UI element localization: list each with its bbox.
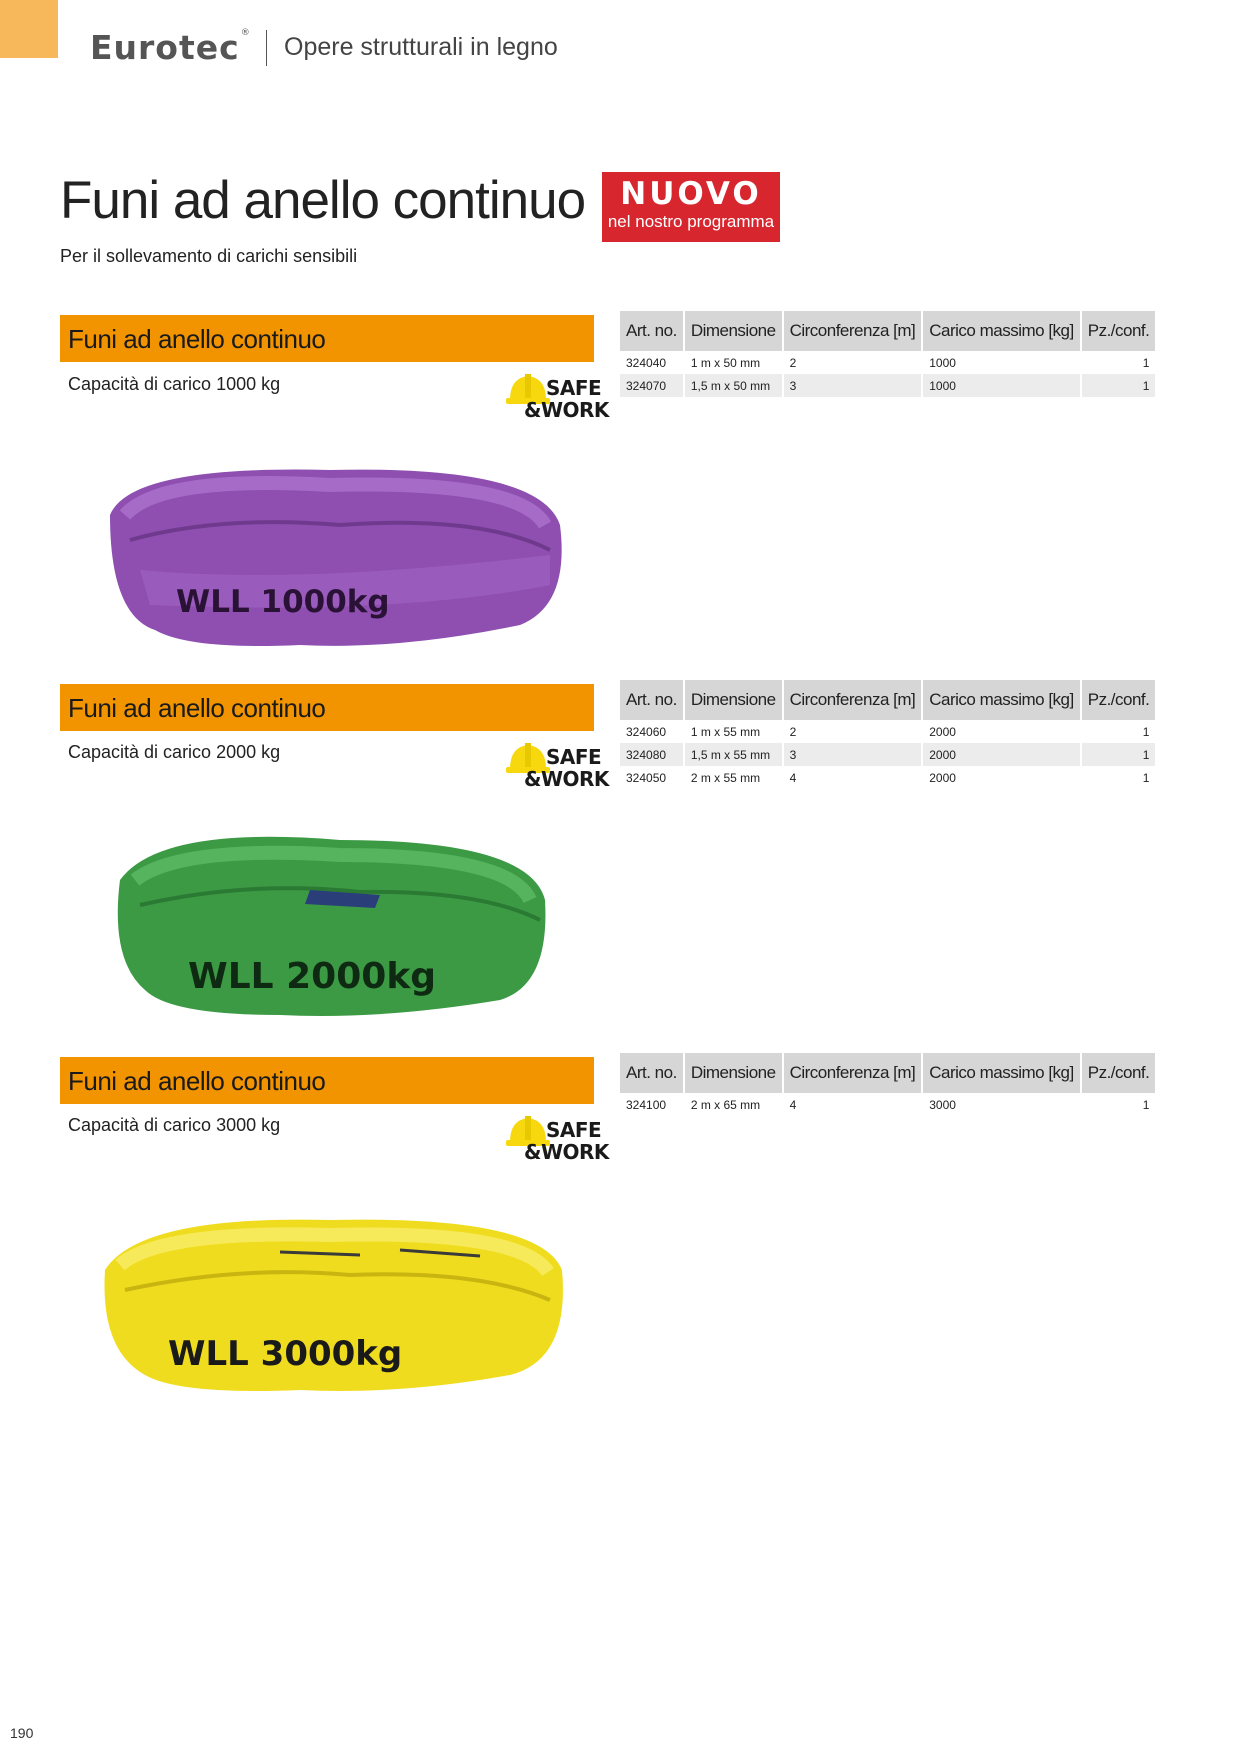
section-2-title: Funi ad anello continuo: [68, 693, 326, 723]
new-badge-subtitle: nel nostro programma: [607, 212, 775, 231]
product-image-green-sling: WLL 2000kg: [117, 836, 546, 1016]
new-badge: NUOVO nel nostro programma: [602, 172, 780, 242]
section-3-title: Funi ad anello continuo: [68, 1066, 326, 1096]
section-1-capacity: Capacità di carico 1000 kg: [68, 374, 281, 394]
section-2-header: Funi ad anello continuo: [60, 684, 594, 731]
safe-work-logo: SAFE &WORK: [506, 1108, 609, 1170]
brand-logo: Eurotec®: [90, 28, 251, 67]
spec-table-3: Art. no. Dimensione Circonferenza [m] Ca…: [618, 1053, 1157, 1116]
page-title: Funi ad anello continuo: [60, 171, 586, 230]
safe-work-logo: SAFE &WORK: [506, 366, 609, 428]
spec-table-2: Art. no. Dimensione Circonferenza [m] Ca…: [618, 680, 1157, 789]
helmet-icon: [506, 743, 550, 773]
table-header-row: Art. no. Dimensione Circonferenza [m] Ca…: [620, 680, 1156, 720]
svg-text:WLL 2000kg: WLL 2000kg: [188, 956, 436, 997]
header-category: Opere strutturali in legno: [284, 33, 558, 61]
product-image-yellow-sling: WLL 3000kg: [104, 1219, 563, 1391]
header-divider: [266, 30, 267, 66]
corner-accent: [0, 0, 58, 58]
section-3-header: Funi ad anello continuo: [60, 1057, 594, 1104]
product-image-purple-sling: WLL 1000kg: [110, 469, 562, 646]
svg-text:WLL 1000kg: WLL 1000kg: [176, 584, 390, 620]
section-1-header: Funi ad anello continuo: [60, 315, 594, 362]
table-header-row: Art. no. Dimensione Circonferenza [m] Ca…: [620, 1053, 1156, 1093]
svg-text:WLL 3000kg: WLL 3000kg: [168, 1334, 402, 1374]
section-1-title: Funi ad anello continuo: [68, 324, 326, 354]
section-2-capacity: Capacità di carico 2000 kg: [68, 742, 281, 762]
page-number: 190: [10, 1725, 34, 1741]
helmet-icon: [506, 374, 550, 404]
safe-work-logo: SAFE &WORK: [506, 735, 609, 797]
page-subtitle: Per il sollevamento di carichi sensibili: [60, 246, 358, 266]
table-header-row: Art. no. Dimensione Circonferenza [m] Ca…: [620, 311, 1156, 351]
section-3-capacity: Capacità di carico 3000 kg: [68, 1115, 281, 1135]
helmet-icon: [506, 1116, 550, 1146]
spec-table-1: Art. no. Dimensione Circonferenza [m] Ca…: [618, 311, 1157, 397]
new-badge-title: NUOVO: [620, 176, 762, 212]
